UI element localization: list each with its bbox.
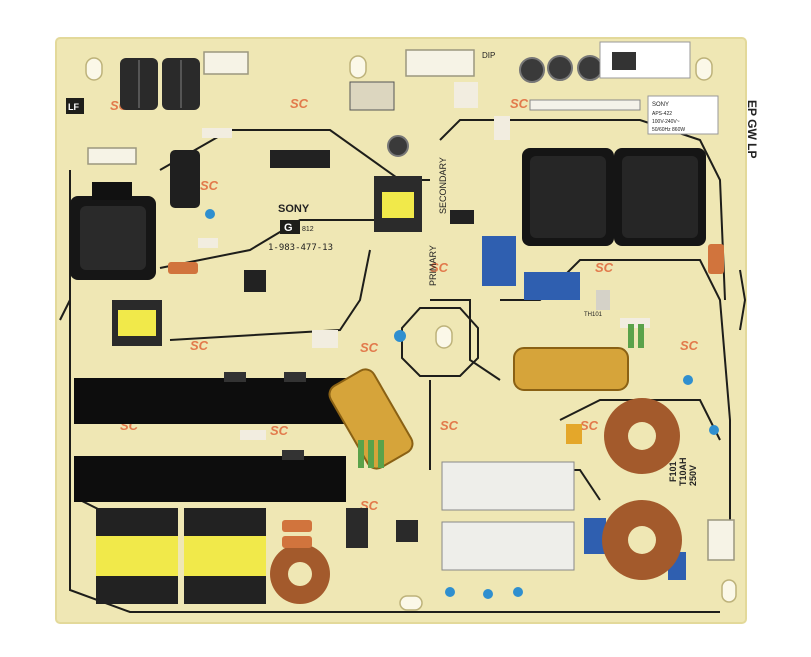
thermistor-ref: TH101: [584, 312, 603, 318]
heatsink-upper: [74, 378, 346, 424]
watermark-text: SC: [360, 340, 379, 355]
ps-label-input: 100V-240V~: [652, 119, 680, 125]
standby-transformer: [374, 176, 422, 232]
common-mode-choke-right: [614, 148, 706, 246]
bulk-capacitor-vertical: [328, 368, 414, 470]
ps-label-freq: 50/60Hz 860W: [652, 127, 685, 133]
board-code: G: [284, 222, 293, 234]
common-mode-choke-left: [522, 148, 614, 246]
mounting-holes: [85, 55, 737, 611]
capacitor-pair-top-left: [120, 58, 200, 110]
watermark-text: SC: [440, 418, 459, 433]
bulk-capacitor-horizontal: [513, 347, 629, 391]
ps-label-model: APS-422: [652, 111, 672, 117]
board-code-badge: G 812: [280, 220, 314, 234]
watermark-text: SC: [200, 178, 219, 193]
small-components: [168, 81, 724, 599]
fuse-ref: F101: [668, 461, 678, 482]
heatsink-lower: [74, 456, 346, 502]
watermark-text: SC: [680, 338, 699, 353]
ps-label-brand: SONY: [652, 102, 669, 108]
auxiliary-transformer: [112, 300, 162, 346]
label-sticker-top: [599, 41, 691, 79]
board-code-small: 812: [302, 226, 314, 233]
green-resistors: [358, 324, 644, 468]
heatsink-clips: [224, 372, 306, 460]
watermark-text: SC: [580, 418, 599, 433]
toroid-coil-bottom: [270, 544, 330, 604]
toroid-coil-lower-right: [602, 500, 682, 580]
capacitors-top-right: [387, 55, 603, 157]
fuse-voltage: 250V: [688, 465, 698, 486]
brand-silkscreen: SONY: [278, 203, 310, 215]
jumper-bar: [529, 99, 641, 111]
connectors: [87, 49, 735, 561]
lf-corner-mark: LF: [66, 98, 84, 114]
ps-rating-label: SONY APS-422 100V-240V~ 50/60Hz 860W: [647, 95, 719, 135]
capacitor-standby: [170, 150, 200, 208]
fuse-rating: T10AH: [678, 457, 688, 486]
toroid-coil-upper-right: [604, 398, 680, 474]
svg-text:LF: LF: [68, 102, 79, 112]
watermark-text: SC: [510, 96, 529, 111]
watermark-text: SC: [290, 96, 309, 111]
primary-label: PRIMARY: [428, 245, 438, 286]
main-transformer-left: [96, 508, 178, 604]
watermark-text: SC: [190, 338, 209, 353]
pfc-inductor: [70, 182, 156, 280]
main-transformer-right: [184, 508, 266, 604]
board-number: 1-983-477-13: [268, 243, 333, 253]
dip-label: DIP: [482, 51, 495, 60]
watermark-text: SC: [270, 423, 289, 438]
secondary-label: SECONDARY: [438, 157, 448, 214]
board-name: EP GW LP: [745, 100, 759, 158]
secondary-heatsinks: [441, 461, 575, 571]
watermark-text: SC: [595, 260, 614, 275]
watermark-text: SC: [430, 260, 449, 275]
